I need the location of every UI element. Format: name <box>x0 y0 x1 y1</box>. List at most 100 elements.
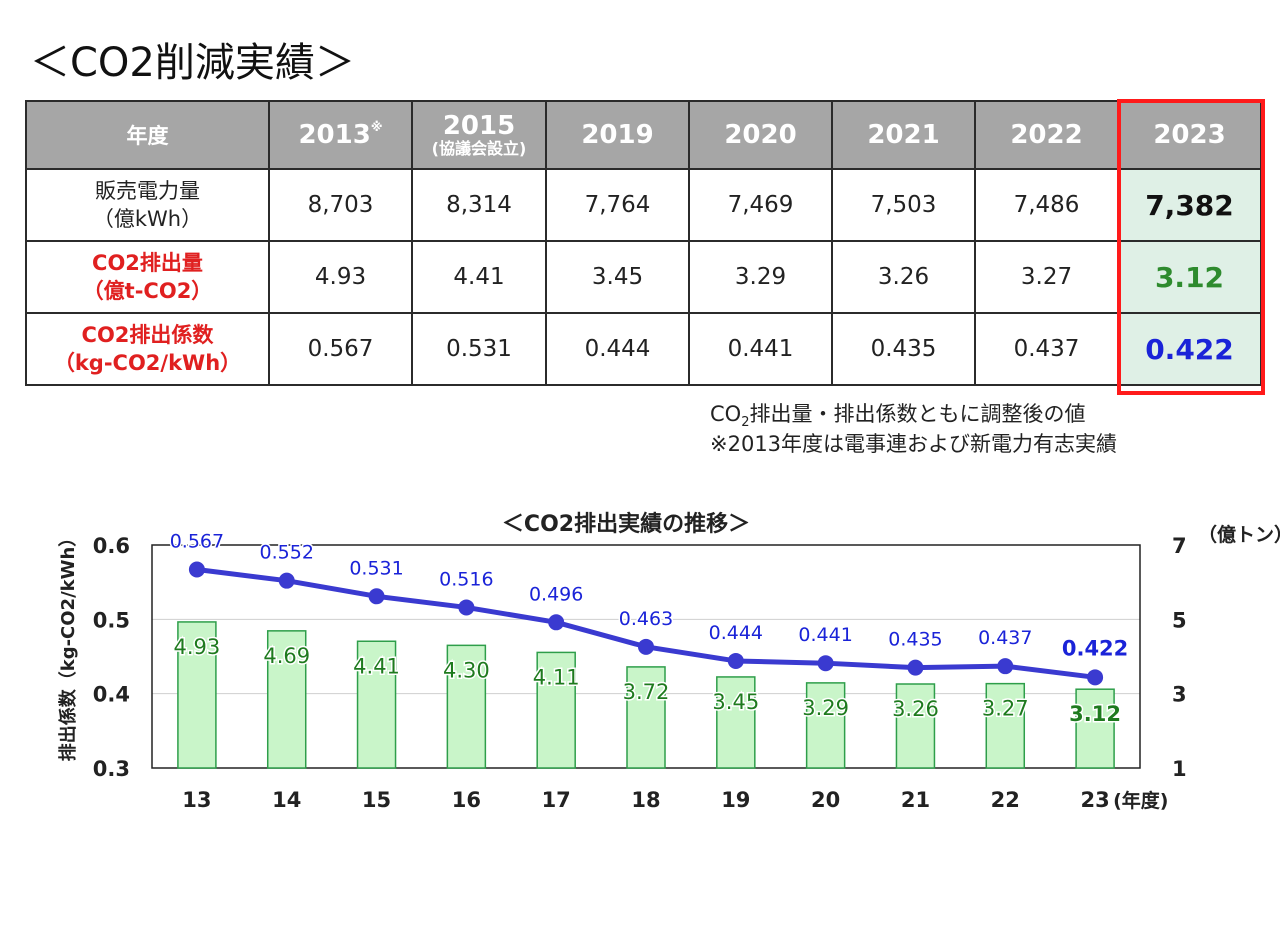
x-tick-label: 16 <box>452 788 481 812</box>
y-left-tick-label: 0.3 <box>93 757 130 781</box>
line-point <box>278 572 295 589</box>
x-tick-label: 23 <box>1080 788 1109 812</box>
line-value-label: 0.531 <box>349 557 403 579</box>
bar-emissions <box>266 630 307 769</box>
line-value-label: 0.422 <box>1062 636 1128 660</box>
y-right-tick-label: 5 <box>1172 608 1187 632</box>
table-header-row: 年度 2013※ 2015(協議会設立) 2019 2020 2021 2022… <box>25 100 1262 170</box>
line-point <box>458 599 475 616</box>
line-value-label: 0.463 <box>619 608 673 630</box>
table-row: 販売電力量（億kWh） 8,703 8,314 7,764 7,469 7,50… <box>25 168 1262 242</box>
row-label-sales: 販売電力量（億kWh） <box>25 168 270 242</box>
x-tick-label: 22 <box>991 788 1020 812</box>
y-left-axis-label: 排出係数（kg-CO2/kWh） <box>57 529 79 762</box>
line-value-label: 0.437 <box>978 627 1032 649</box>
bar-value-label: 4.69 <box>263 644 310 668</box>
year-header-2020: 2020 <box>688 100 833 170</box>
year-header-label: 年度 <box>25 100 270 170</box>
bar-emissions <box>536 651 576 769</box>
line-value-label: 0.516 <box>439 568 493 590</box>
line-point <box>368 588 385 605</box>
highlight-cell-co2-2023: 3.12 <box>1117 240 1262 314</box>
table-cell: 8,314 <box>411 168 547 242</box>
bar-emissions <box>446 644 487 769</box>
bar-value-label: 3.72 <box>623 680 670 704</box>
line-point <box>1087 669 1104 686</box>
table-cell: 3.45 <box>545 240 690 314</box>
bar-value-label: 3.12 <box>1069 702 1121 726</box>
line-value-label: 0.496 <box>529 583 583 605</box>
bar-value-label: 3.45 <box>712 690 759 714</box>
line-point <box>997 658 1014 675</box>
bar-emissions <box>626 666 666 769</box>
bar-emissions <box>716 676 756 769</box>
table-cell: 4.41 <box>411 240 547 314</box>
chart-title: ＜CO2排出実績の推移＞ <box>502 511 750 537</box>
table-cell: 0.441 <box>688 312 833 386</box>
line-point <box>188 561 205 578</box>
bar-value-label: 4.11 <box>533 665 580 689</box>
line-value-label: 0.552 <box>260 542 314 564</box>
bar-emissions <box>177 621 217 769</box>
line-point <box>638 638 654 655</box>
bar-value-label: 3.26 <box>892 697 939 721</box>
row-label-co2-emissions: CO2排出量（億t-CO2） <box>25 240 270 314</box>
line-point <box>548 614 565 631</box>
line-value-label: 0.567 <box>170 531 224 553</box>
table-cell: 8,703 <box>268 168 413 242</box>
bar-value-label: 4.41 <box>353 654 400 678</box>
table-cell: 0.437 <box>974 312 1119 386</box>
x-tick-label: 21 <box>901 788 930 812</box>
y-right-axis-label: （億トン） <box>1198 523 1280 546</box>
x-tick-label: 18 <box>631 788 660 812</box>
line-point <box>907 659 924 676</box>
x-tick-label: 17 <box>542 788 571 812</box>
x-tick-label: 20 <box>811 788 840 812</box>
x-tick-label: 14 <box>272 788 301 812</box>
bar-emissions <box>805 682 846 769</box>
line-value-label: 0.444 <box>709 622 763 644</box>
table-cell: 0.567 <box>268 312 413 386</box>
bar-emissions <box>1075 688 1115 769</box>
year-header-2013: 2013※ <box>268 100 413 170</box>
bar-value-label: 4.93 <box>174 635 221 659</box>
bar-value-label: 3.27 <box>982 697 1029 721</box>
x-tick-label: 15 <box>362 788 391 812</box>
year-header-2015: 2015(協議会設立) <box>411 100 547 170</box>
table-cell: 4.93 <box>268 240 413 314</box>
note-adjusted-values: CO2排出量・排出係数ともに調整後の値 <box>710 402 1086 431</box>
x-tick-label: 19 <box>721 788 750 812</box>
table-cell: 3.29 <box>688 240 833 314</box>
table-cell: 0.444 <box>545 312 690 386</box>
y-left-tick-label: 0.5 <box>93 608 130 632</box>
x-tick-label: 13 <box>182 788 211 812</box>
bar-emissions <box>356 640 397 769</box>
results-table: 年度 2013※ 2015(協議会設立) 2019 2020 2021 2022… <box>25 100 1262 386</box>
table-cell: 3.27 <box>974 240 1119 314</box>
highlight-cell-sales-2023: 7,382 <box>1117 168 1262 242</box>
table-cell: 7,469 <box>688 168 833 242</box>
table-cell: 7,486 <box>974 168 1119 242</box>
year-header-2019: 2019 <box>545 100 690 170</box>
year-header-2023: 2023 <box>1117 100 1262 170</box>
highlight-cell-factor-2023: 0.422 <box>1117 312 1262 386</box>
bar-emissions <box>985 682 1026 769</box>
year-header-2021: 2021 <box>831 100 976 170</box>
bar-value-label: 3.29 <box>802 696 849 720</box>
y-right-tick-label: 7 <box>1172 534 1187 558</box>
note-2013-source: ※2013年度は電事連および新電力有志実績 <box>710 432 1118 456</box>
table-cell: 0.531 <box>411 312 547 386</box>
table-cell: 3.26 <box>831 240 976 314</box>
row-label-emission-factor: CO2排出係数（kg-CO2/kWh） <box>25 312 270 386</box>
table-cell: 7,503 <box>831 168 976 242</box>
bar-emissions <box>895 683 936 769</box>
bar-value-label: 4.30 <box>443 658 490 682</box>
line-value-label: 0.435 <box>888 629 942 651</box>
y-left-tick-label: 0.6 <box>93 534 130 558</box>
x-unit-label: (年度) <box>1113 789 1168 812</box>
table-row: CO2排出量（億t-CO2） 4.93 4.41 3.45 3.29 3.26 … <box>25 240 1262 314</box>
y-right-tick-label: 3 <box>1172 683 1187 707</box>
table-row: CO2排出係数（kg-CO2/kWh） 0.567 0.531 0.444 0.… <box>25 312 1262 386</box>
year-header-2022: 2022 <box>974 100 1119 170</box>
